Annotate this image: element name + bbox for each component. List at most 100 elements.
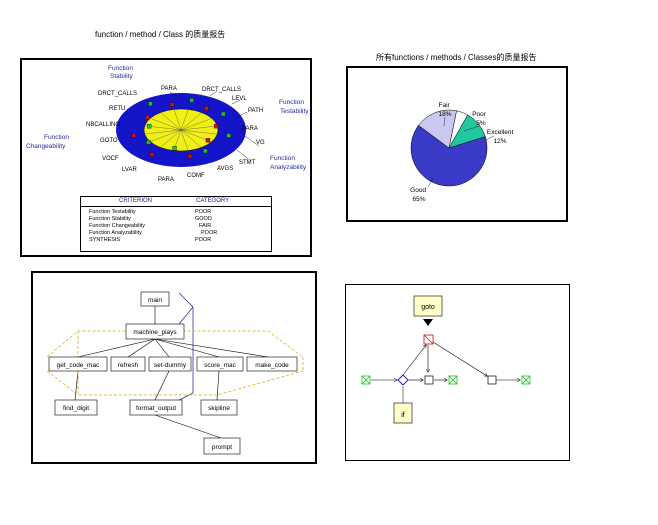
category-cell: POOR — [201, 230, 218, 236]
kiviat-label-lvar: LVAR — [122, 167, 137, 173]
pie-chart: Fair 18% Poor 5% Excellent 12% Good 65% — [410, 102, 515, 203]
kiviat-marker — [145, 115, 150, 120]
kiviat-label-levl: LEVL — [232, 96, 247, 102]
control-flow-panel: goto if — [345, 284, 570, 461]
pie-label-fair: Fair 18% — [438, 102, 451, 118]
kiviat-spoke — [173, 109, 182, 131]
node-format-output[interactable] — [129, 399, 183, 416]
kiviat-spoke — [180, 129, 189, 151]
node-machine-plays[interactable] — [125, 323, 185, 340]
node-main[interactable] — [140, 291, 170, 307]
svg-text:get_code_mac: get_code_mac — [57, 362, 100, 369]
kiviat-spoke — [180, 109, 189, 131]
statement-node-icon — [487, 375, 497, 385]
kiviat-label-para-top: PARA — [161, 86, 177, 92]
criterion-cell: Function Analyzability — [89, 230, 142, 236]
table-row: Function Analyzability POOR — [87, 230, 267, 237]
kiviat-label-nbcalling: NBCALLING — [86, 122, 120, 128]
kiviat-marker — [170, 102, 175, 107]
pie-chart-panel: Fair 18% Poor 5% Excellent 12% Good 65% — [346, 66, 568, 222]
table-row: SYNTHESIS POOR — [87, 237, 267, 244]
svg-text:find_digit: find_digit — [63, 405, 89, 412]
criterion-header: CRITERION — [119, 198, 152, 204]
kiviat-spoke — [180, 129, 218, 135]
kiviat-marker — [146, 140, 151, 145]
category-header: CATEGORY — [196, 198, 230, 204]
node-refresh[interactable] — [110, 356, 146, 372]
kiviat-spoke — [180, 112, 202, 131]
right-report-title: 所有functions / methods / Classes的质量报告 — [376, 53, 537, 62]
kiviat-marker — [149, 152, 155, 157]
statement-node-icon — [424, 375, 434, 385]
node-get-code-mac[interactable] — [48, 356, 108, 372]
call-graph-panel: main machine_plays get_code_mac refresh … — [31, 271, 317, 464]
kiviat-spoke — [160, 112, 182, 131]
kiviat-label-comf: COMF — [187, 173, 205, 179]
kiviat-marker — [172, 145, 177, 151]
exit-node-icon — [521, 375, 531, 385]
pie-slice-good — [410, 124, 488, 187]
criterion-cell: Function Stability — [89, 216, 131, 222]
svg-text:goto: goto — [421, 304, 435, 311]
kiviat-marker — [205, 138, 211, 143]
kiviat-leader-line — [236, 149, 252, 162]
decision-node-icon — [397, 374, 409, 386]
exit-node-icon — [448, 375, 458, 385]
svg-text:machine_plays: machine_plays — [133, 329, 177, 336]
call-graph: main machine_plays get_code_mac refresh … — [46, 291, 304, 455]
kiviat-spoke — [180, 129, 202, 148]
svg-text:make_code: make_code — [255, 362, 289, 369]
node-make-code[interactable] — [246, 356, 298, 372]
control-flow-graph: goto if — [361, 295, 531, 424]
kiviat-leader-line — [231, 99, 241, 105]
kiviat-label-path: PATH — [248, 108, 263, 114]
kiviat-spoke — [150, 129, 182, 142]
pie-label-excellent: Excellent 12% — [487, 129, 515, 145]
svg-text:prompt: prompt — [212, 444, 232, 451]
table-row: Function Changeability FAIR — [87, 223, 267, 230]
kiviat-marker — [187, 153, 193, 159]
kiviat-label-goto: GOTO — [100, 138, 118, 144]
node-skipline[interactable] — [200, 399, 238, 416]
category-cell: POOR — [195, 237, 212, 243]
left-report-title: function / method / Class 的质量报告 — [95, 30, 226, 39]
pie-leader-line — [485, 135, 495, 141]
pie-label-good: Good 65% — [410, 187, 428, 203]
node-set-dummy[interactable] — [148, 356, 192, 372]
kiviat-label-stmt: STMT — [239, 160, 256, 166]
kiviat-label-vg: VG — [256, 140, 265, 146]
table-row: Function Testability POOR — [87, 209, 267, 216]
kiviat-marker — [131, 133, 136, 138]
category-cell: POOR — [195, 209, 212, 215]
pie-label-poor: Poor 5% — [472, 111, 488, 127]
svg-text:set-dummy: set-dummy — [154, 362, 187, 369]
table-row: Function Stability GOOD — [87, 216, 267, 223]
pie-slice-fair — [418, 109, 457, 149]
category-cell: GOOD — [195, 216, 212, 222]
kiviat-marker — [146, 124, 152, 129]
kiviat-marker — [213, 123, 219, 129]
kiviat-marker — [204, 106, 209, 111]
kiviat-marker — [148, 101, 153, 106]
svg-text:skipline: skipline — [208, 405, 230, 412]
node-score-mac[interactable] — [196, 356, 244, 372]
node-find-digit[interactable] — [54, 399, 98, 416]
pie-leader-line — [427, 177, 434, 188]
kiviat-label-vocf: VOCF — [102, 156, 119, 162]
svg-text:if: if — [401, 412, 405, 419]
kiviat-leader-line — [236, 111, 248, 118]
kiviat-leader-line — [209, 90, 218, 97]
kiviat-label-avgs: AVGS — [217, 166, 233, 172]
svg-text:main: main — [148, 297, 162, 304]
kiviat-marker — [221, 111, 226, 117]
criterion-cell: SYNTHESIS — [89, 237, 121, 243]
kiviat-spoke — [150, 118, 182, 131]
kiviat-label-drct-calls-left: DRCT_CALLS — [98, 91, 137, 97]
node-prompt[interactable] — [203, 437, 241, 455]
entry-node-icon — [361, 375, 371, 385]
pie-leader-line — [443, 116, 446, 127]
kiviat-diagram: PARA DRCT_CALLS LEVL PATH PARA VG STMT A… — [26, 65, 309, 183]
pie-leader-line — [463, 125, 480, 132]
